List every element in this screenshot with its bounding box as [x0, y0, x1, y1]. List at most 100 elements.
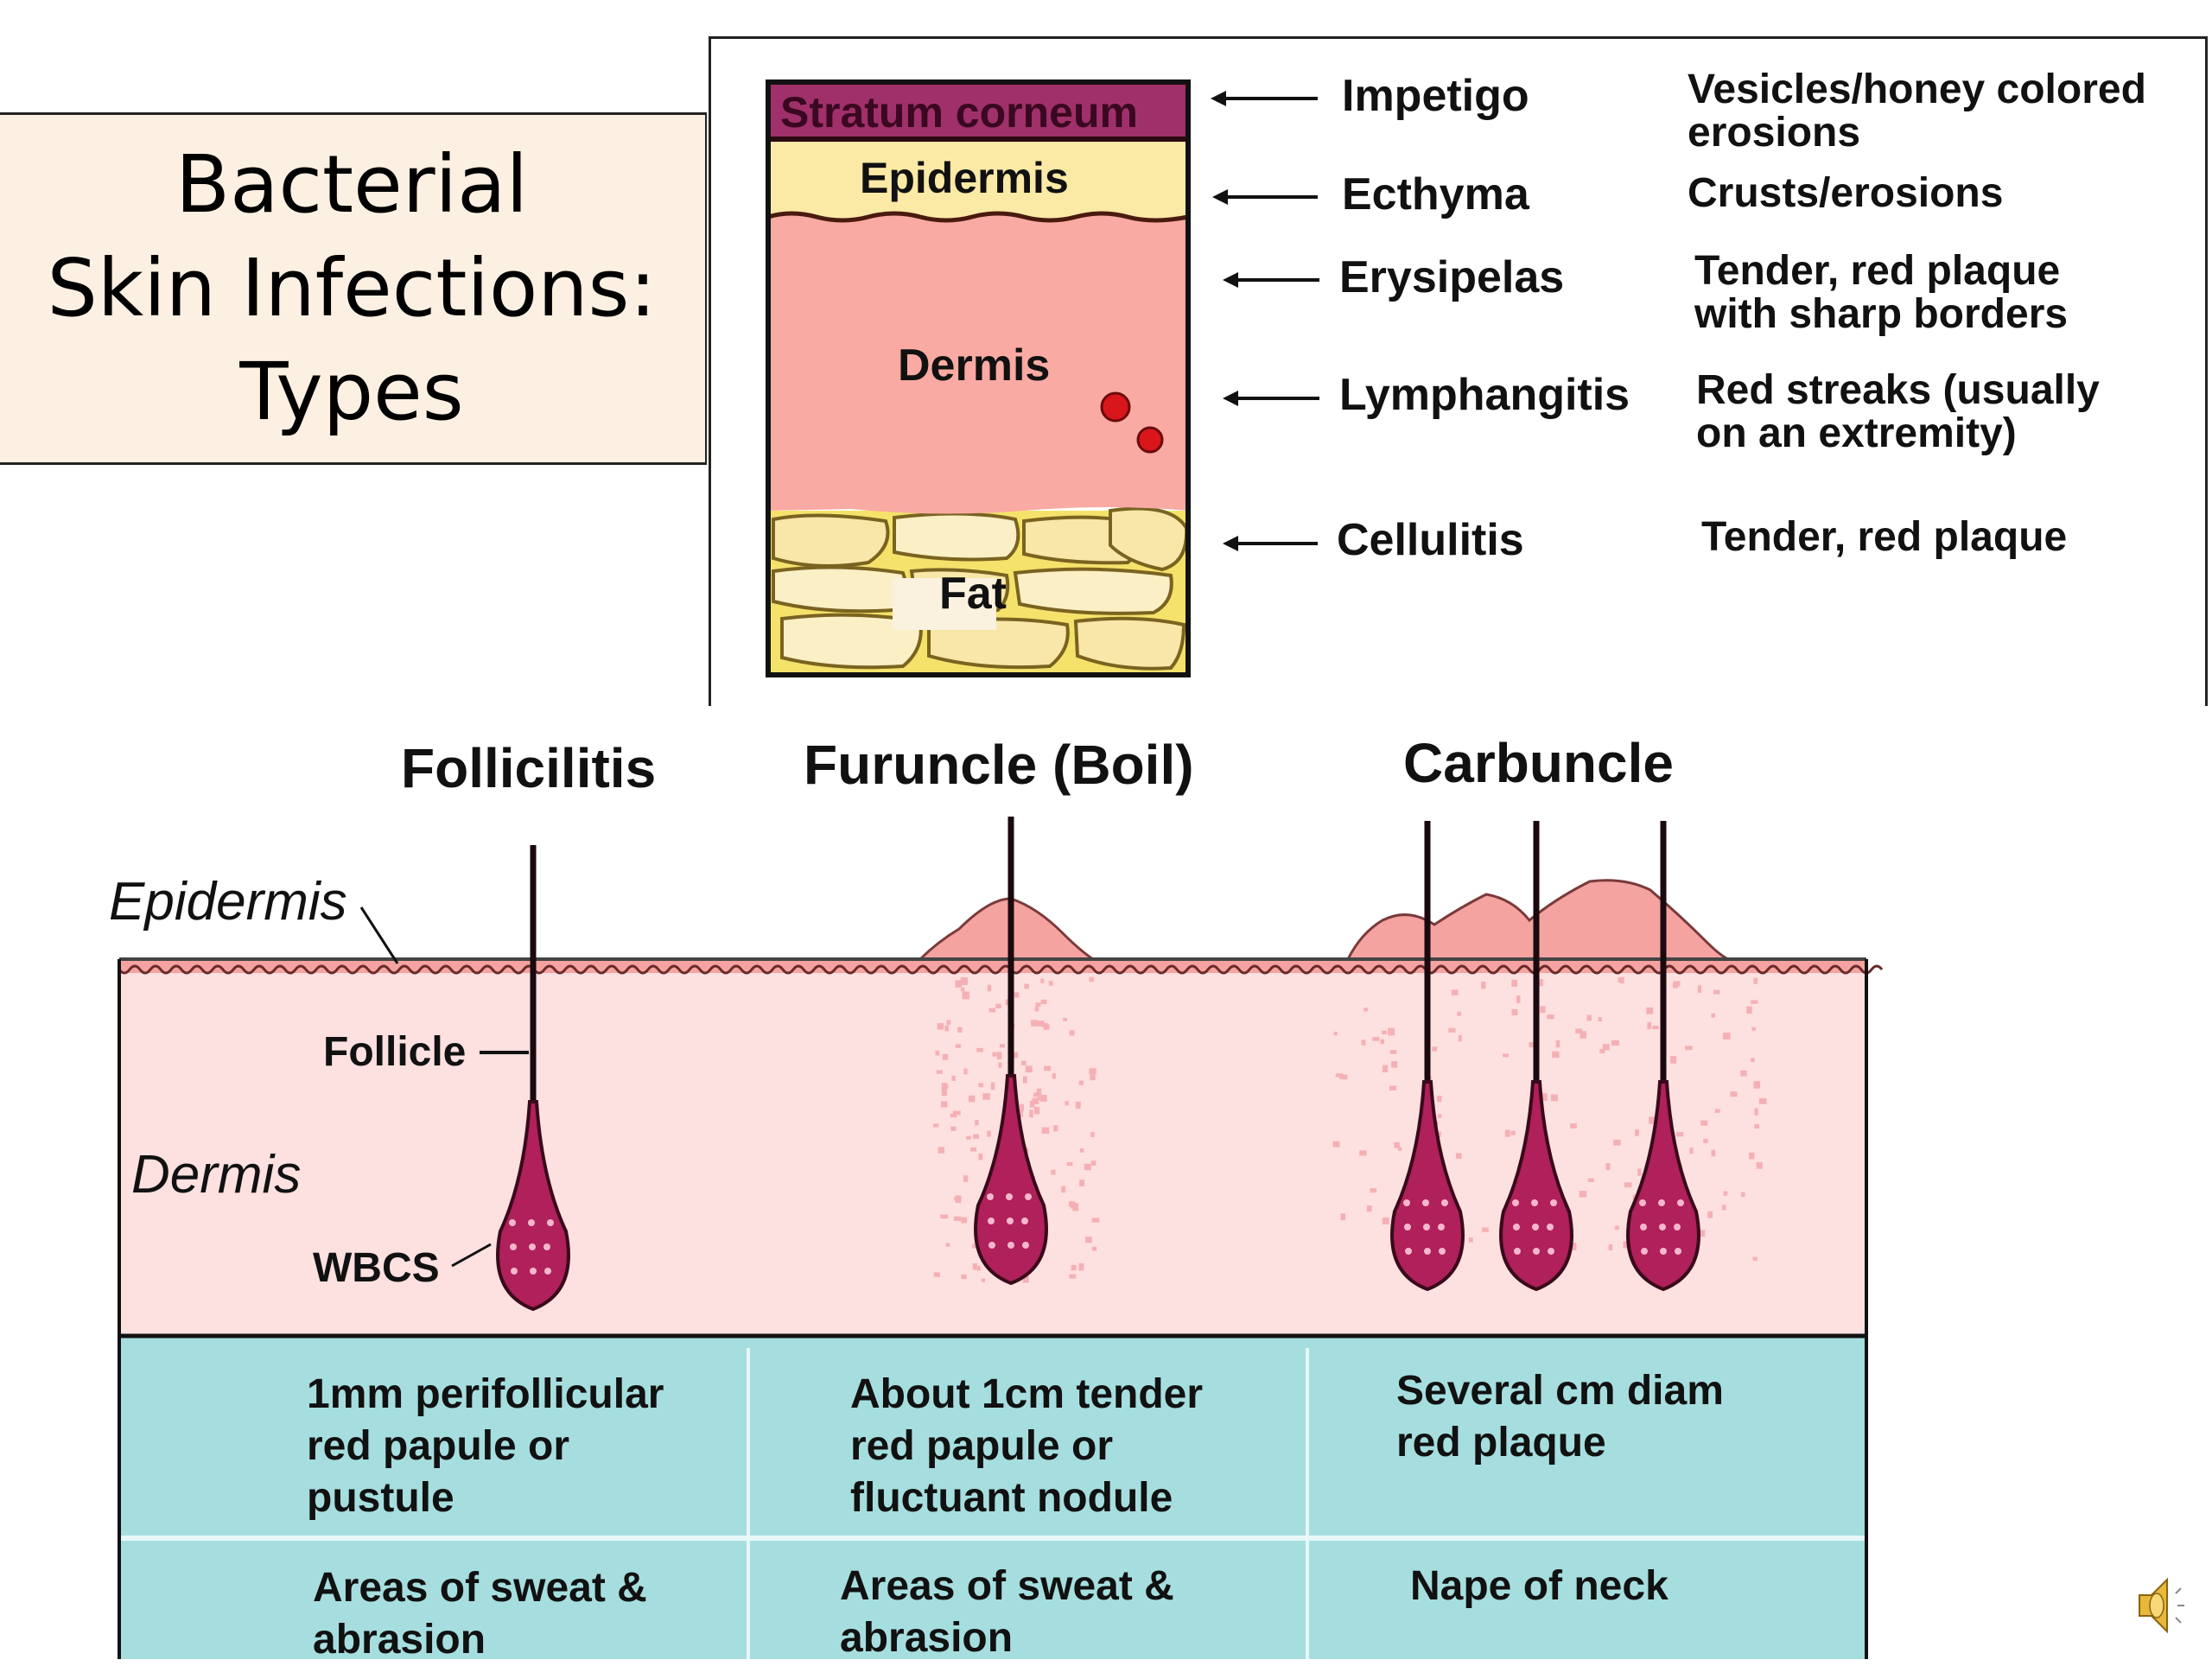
cell-line: Areas of sweat & — [840, 1563, 1174, 1609]
speckle — [1698, 1230, 1706, 1237]
speckle — [1746, 1006, 1752, 1014]
wbc-dot — [543, 1243, 550, 1250]
speckle — [1711, 1149, 1716, 1157]
speckle — [944, 1025, 949, 1032]
speckle — [1079, 1180, 1085, 1186]
speckle — [1685, 1046, 1693, 1051]
speckle — [1069, 1030, 1075, 1036]
wbc-dot — [1439, 1248, 1446, 1255]
wbc-dot — [1424, 1248, 1431, 1255]
wbc-dot — [510, 1243, 517, 1250]
speckle — [1335, 1073, 1343, 1078]
wbc-dot — [1532, 1224, 1539, 1230]
speckle — [1711, 1013, 1715, 1018]
speckle — [941, 1088, 948, 1097]
speckle — [1022, 1275, 1029, 1283]
speckle — [970, 1147, 977, 1152]
speckle — [1599, 1048, 1605, 1053]
speckle — [968, 1095, 976, 1103]
speckle — [1503, 1053, 1509, 1058]
speckle — [955, 1195, 962, 1204]
speckle — [1071, 1264, 1077, 1271]
fat-label: Fat — [939, 569, 1007, 619]
speckle — [1338, 1073, 1344, 1079]
speckle — [1722, 1205, 1726, 1211]
wbc-dot — [530, 1268, 537, 1275]
wbc-dot — [1531, 1199, 1538, 1206]
wbc-dot — [1639, 1199, 1646, 1206]
speckle — [1753, 1081, 1761, 1089]
speckle — [1753, 977, 1758, 984]
infection-name: Erysipelas — [1339, 252, 1565, 302]
speckle — [1510, 1130, 1516, 1135]
speckle — [1614, 1225, 1619, 1230]
speckle — [1037, 1096, 1045, 1101]
infection-description: Tender, red plaque — [1701, 516, 2067, 559]
arrow-left-icon — [1212, 189, 1228, 205]
cell-line: red papule or — [850, 1423, 1114, 1469]
speckle — [978, 1083, 984, 1088]
speckle — [1341, 1074, 1348, 1080]
speckle — [1340, 1213, 1346, 1221]
skin-layers-panel: Stratum corneum Epidermis Dermis Fat Imp… — [709, 36, 2208, 706]
description-line: Vesicles/honey colored — [1688, 67, 2146, 112]
speckle — [935, 1050, 940, 1056]
speckle — [1481, 982, 1486, 989]
speckle — [1391, 1061, 1398, 1068]
speckle — [1754, 1123, 1760, 1129]
infection-description: Crusts/erosions — [1688, 172, 2003, 215]
column-border — [766, 79, 1191, 677]
speckle — [1722, 1033, 1731, 1040]
description-table — [121, 1336, 1865, 1659]
speckle — [1608, 1243, 1613, 1251]
dermis-italic-label: Dermis — [131, 1145, 302, 1205]
speaker-icon[interactable] — [2134, 1571, 2203, 1640]
speckle — [1366, 1205, 1372, 1212]
follicle-label: Follicle — [323, 1029, 467, 1075]
speckle — [1090, 1160, 1096, 1166]
speckle — [1675, 1132, 1684, 1137]
speckle — [1044, 1065, 1052, 1071]
speckle — [1084, 1163, 1091, 1171]
speckle — [1020, 1060, 1027, 1065]
speckle — [1079, 1148, 1084, 1153]
speckle — [1741, 1192, 1745, 1198]
cell-line: red papule or — [307, 1423, 570, 1469]
column-title-carbuncle: Carbuncle — [1403, 732, 1674, 794]
speckle — [1035, 1002, 1041, 1007]
table-cell-appearance: Several cm diam red plaque — [1396, 1365, 1724, 1469]
speckle — [1359, 1150, 1367, 1156]
speckle — [1673, 981, 1681, 987]
wbc-dot — [1533, 1248, 1540, 1255]
arrow-left-icon — [1211, 91, 1226, 106]
infection-description: Vesicles/honey colored erosions — [1688, 68, 2146, 155]
cell-line: Nape of neck — [1410, 1563, 1669, 1609]
speckle — [933, 1123, 939, 1128]
title-line: Skin Infections: — [47, 242, 657, 334]
speckle — [1361, 1040, 1366, 1046]
slide-title-box: Bacterial Skin Infections: Types — [0, 112, 707, 465]
infection-name: Ecthyma — [1342, 169, 1529, 219]
speckle — [1091, 1246, 1097, 1251]
speckle — [1624, 1182, 1632, 1188]
wbc-dot — [1021, 1218, 1028, 1224]
speckle — [1041, 1127, 1050, 1134]
speckle — [1756, 1161, 1763, 1169]
speckle — [1555, 1040, 1560, 1048]
speckle — [1569, 1243, 1577, 1250]
speckle — [1541, 1093, 1548, 1102]
wbc-dot — [1675, 1248, 1681, 1255]
speckle — [1611, 1040, 1619, 1046]
speckle — [1022, 1076, 1027, 1084]
speckle — [1455, 1153, 1462, 1159]
speckle — [933, 1272, 940, 1277]
speckle — [1707, 1211, 1713, 1218]
speckle — [1669, 1056, 1677, 1064]
speckle — [1740, 1070, 1747, 1077]
wbc-dot — [1422, 1199, 1429, 1206]
speckle — [973, 1134, 979, 1139]
speckle — [1031, 1020, 1038, 1027]
speckle — [1751, 1058, 1755, 1063]
cell-line: About 1cm tender — [850, 1371, 1204, 1417]
speckle — [938, 1147, 945, 1154]
